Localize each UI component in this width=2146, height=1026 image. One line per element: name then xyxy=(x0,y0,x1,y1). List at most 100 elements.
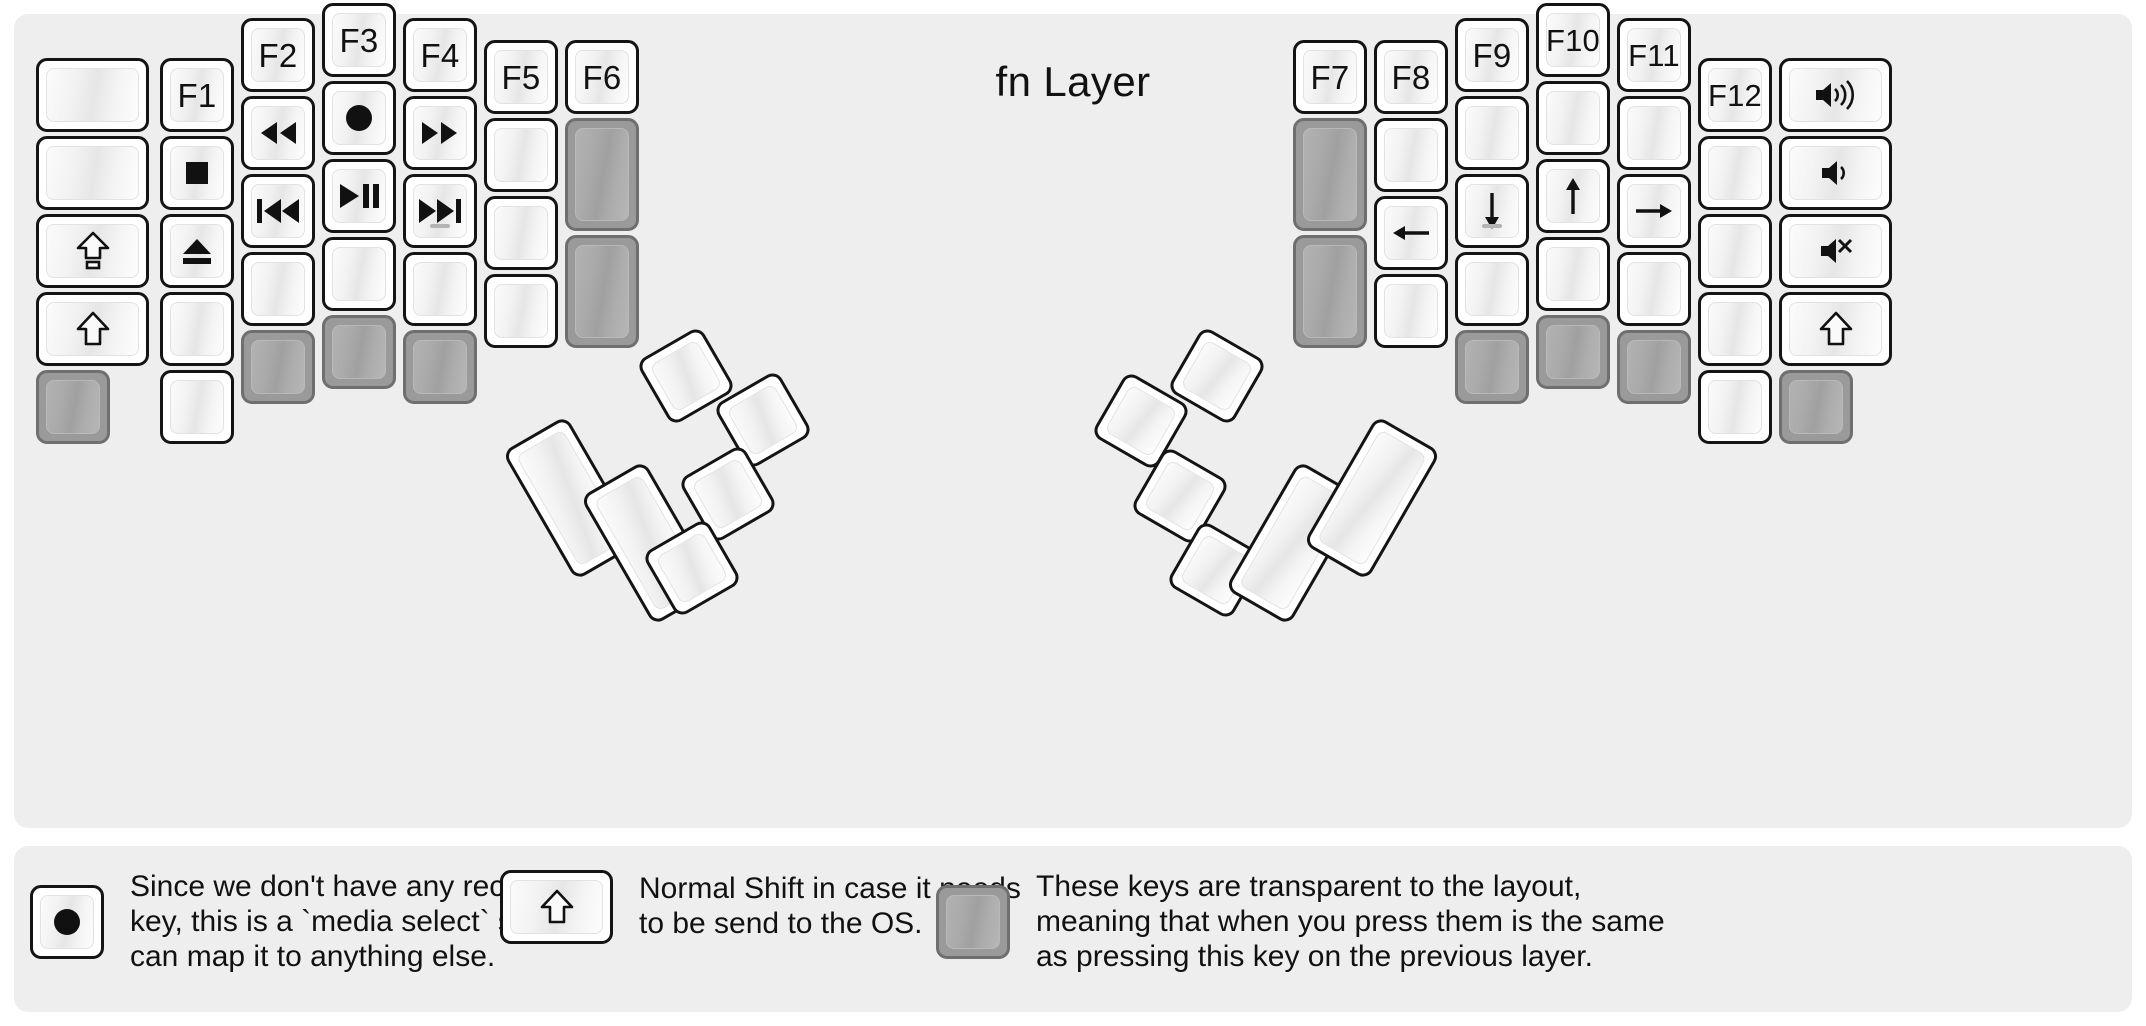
legend-keycap-shift[interactable] xyxy=(500,870,613,944)
key-shift-col-pinky-outer[interactable] xyxy=(1779,292,1892,366)
key-f11-col-ring[interactable]: F11 xyxy=(1617,18,1691,92)
key-f12-col-pinky[interactable]: F12 xyxy=(1698,58,1772,132)
col-ring-3-col-ring[interactable] xyxy=(241,252,315,326)
col-pinky-4-col-pinky[interactable] xyxy=(160,370,234,444)
col-index-3-col-index[interactable] xyxy=(403,252,477,326)
keycap-face xyxy=(170,302,224,356)
col-pinky-3-col-pinky[interactable] xyxy=(1698,292,1772,366)
key-arrow-right-col-ring[interactable] xyxy=(1617,174,1691,248)
key-arrow-left-col-index-inner[interactable] xyxy=(1374,196,1448,270)
col-pinky-2-col-pinky[interactable] xyxy=(1698,214,1772,288)
col-pinky-4-col-pinky[interactable] xyxy=(1698,370,1772,444)
key-f2-col-ring[interactable]: F2 xyxy=(241,18,315,92)
key-f1-col-pinky[interactable]: F1 xyxy=(160,58,234,132)
keycap-face xyxy=(251,340,305,394)
key-f3-col-middle[interactable]: F3 xyxy=(322,3,396,77)
col-index-1-col-index[interactable] xyxy=(1455,96,1529,170)
key-transparent-col-pinky-outer[interactable] xyxy=(1779,370,1853,444)
keycap-face xyxy=(1627,106,1681,160)
col-index-inner-1-col-index-inner[interactable] xyxy=(484,118,558,192)
key-transparent-col-inner[interactable] xyxy=(1293,235,1367,348)
key-transparent-col-inner[interactable] xyxy=(1293,118,1367,231)
key-f7-col-inner[interactable]: F7 xyxy=(1293,40,1367,114)
col-index-3-col-index[interactable] xyxy=(1455,252,1529,326)
key-transparent-col-inner[interactable] xyxy=(565,118,639,231)
col-ring-3-col-ring[interactable] xyxy=(1617,252,1691,326)
legend-keycap-transparent[interactable] xyxy=(936,885,1010,960)
keycap-face xyxy=(1316,429,1428,567)
arrow-right-icon xyxy=(1634,198,1674,224)
key-f4-col-index[interactable]: F4 xyxy=(403,18,477,92)
col-pinky-1-col-pinky[interactable] xyxy=(1698,136,1772,210)
keycap-face xyxy=(494,128,548,182)
keycap-face: F6 xyxy=(575,50,629,104)
legend-keycap-media-record[interactable] xyxy=(30,885,104,960)
keycap-face: F4 xyxy=(413,28,467,82)
keycap-face: F12 xyxy=(1708,68,1762,122)
legend-panel: Since we don't have any recording key, t… xyxy=(14,846,2132,1012)
keycap-face xyxy=(1789,224,1882,278)
col-index-inner-2-col-index-inner[interactable] xyxy=(484,196,558,270)
key-transparent-col-inner[interactable] xyxy=(565,235,639,348)
key-transparent-col-middle[interactable] xyxy=(1536,315,1610,389)
keycap-face xyxy=(1465,262,1519,316)
col-middle-3-col-middle[interactable] xyxy=(322,237,396,311)
keycap-face xyxy=(251,184,305,238)
col-index-inner-1-col-index-inner[interactable] xyxy=(1374,118,1448,192)
key-media-rewind-col-ring[interactable] xyxy=(241,96,315,170)
key-media-record-col-middle[interactable] xyxy=(322,81,396,155)
key-f5-col-index-inner[interactable]: F5 xyxy=(484,40,558,114)
key-media-next-track-col-index[interactable] xyxy=(403,174,477,248)
key-media-stop-col-pinky[interactable] xyxy=(160,136,234,210)
key-f10-col-middle[interactable]: F10 xyxy=(1536,3,1610,77)
col-middle-1-col-middle[interactable] xyxy=(1536,81,1610,155)
media-next-track-icon xyxy=(417,197,463,225)
key-media-eject-col-pinky[interactable] xyxy=(160,214,234,288)
keycap-face xyxy=(946,895,1000,950)
key-shift-col-pinky-outer[interactable] xyxy=(36,292,149,366)
col-index-inner-3-col-index-inner[interactable] xyxy=(484,274,558,348)
media-record-icon xyxy=(344,103,374,133)
media-prev-track-icon xyxy=(255,197,301,225)
key-label: F11 xyxy=(1628,37,1680,73)
key-transparent-col-ring[interactable] xyxy=(241,330,315,404)
keycap-face xyxy=(494,206,548,260)
key-transparent-col-middle[interactable] xyxy=(322,315,396,389)
key-volume-mute-col-pinky-outer[interactable] xyxy=(1779,214,1892,288)
key-arrow-down-col-index[interactable] xyxy=(1455,174,1529,248)
keycap-face xyxy=(510,880,603,934)
col-pinky-outer-1-col-pinky-outer[interactable] xyxy=(36,136,149,210)
key-f8-col-index-inner[interactable]: F8 xyxy=(1374,40,1448,114)
key-arrow-up-col-middle[interactable] xyxy=(1536,159,1610,233)
col-middle-3-col-middle[interactable] xyxy=(1536,237,1610,311)
key-volume-up-col-pinky-outer[interactable] xyxy=(1779,58,1892,132)
keycap-face xyxy=(46,380,100,434)
key-f6-col-inner[interactable]: F6 xyxy=(565,40,639,114)
keycap-face xyxy=(1384,128,1438,182)
keycap-face xyxy=(40,895,94,950)
key-label: F9 xyxy=(1472,36,1512,74)
media-record-icon xyxy=(52,907,82,937)
col-pinky-3-col-pinky[interactable] xyxy=(160,292,234,366)
key-caps-lock-col-pinky-outer[interactable] xyxy=(36,214,149,288)
keycap-face xyxy=(575,245,629,338)
keycap-face: F5 xyxy=(494,50,548,104)
key-transparent-col-index[interactable] xyxy=(403,330,477,404)
keycap-face xyxy=(46,302,139,356)
key-volume-down-col-pinky-outer[interactable] xyxy=(1779,136,1892,210)
keycap-face xyxy=(332,91,386,145)
key-media-fast-forward-col-index[interactable] xyxy=(403,96,477,170)
col-ring-1-col-ring[interactable] xyxy=(1617,96,1691,170)
key-transparent-col-pinky-outer[interactable] xyxy=(36,370,110,444)
keycap-face xyxy=(1303,128,1357,221)
col-pinky-outer-0-col-pinky-outer[interactable] xyxy=(36,58,149,132)
key-media-play-pause-col-middle[interactable] xyxy=(322,159,396,233)
key-transparent-col-ring[interactable] xyxy=(1617,330,1691,404)
key-transparent-col-index[interactable] xyxy=(1455,330,1529,404)
keycap-face xyxy=(251,106,305,160)
keycap-face xyxy=(1546,325,1600,379)
key-f9-col-index[interactable]: F9 xyxy=(1455,18,1529,92)
key-media-prev-track-col-ring[interactable] xyxy=(241,174,315,248)
col-index-inner-3-col-index-inner[interactable] xyxy=(1374,274,1448,348)
key-label: F12 xyxy=(1707,77,1763,113)
